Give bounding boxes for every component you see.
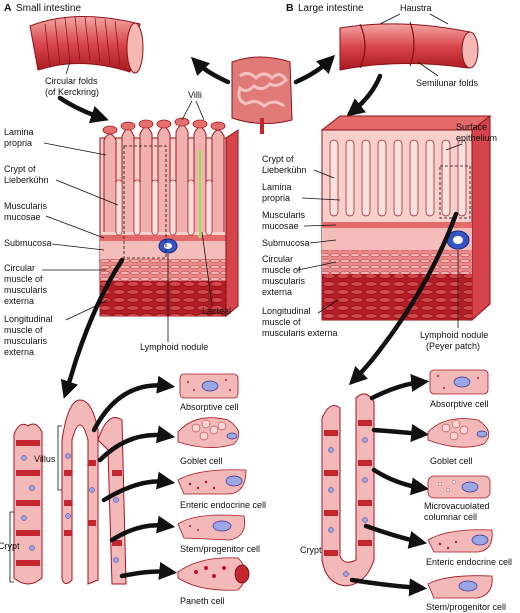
large-intestine-tube [339, 21, 479, 71]
haustra-label: Haustra [400, 3, 432, 13]
circular-b-label-3: muscularis [262, 276, 306, 286]
absorptive-cell-b [429, 369, 489, 395]
longitudinal-a-label-3: muscularis [4, 336, 48, 346]
small-intestine-epithelium [13, 399, 127, 585]
absorptive-cell-b-label: Absorptive cell [430, 399, 489, 409]
crypt-a-label-2: Lieberkühn [4, 175, 49, 185]
stem-progenitor-cell-b [427, 575, 493, 599]
paneth-cell-a-label: Paneth cell [180, 596, 225, 606]
enteric-endocrine-cell-b-label: Enteric endocrine cell [426, 557, 512, 567]
goblet-cell-b-label: Goblet cell [430, 456, 473, 466]
circular-a-label-3: muscularis [4, 285, 48, 295]
large-intestine-epithelium [321, 393, 375, 587]
gi-tract-illustration [231, 56, 293, 134]
panel-b-letter: B [286, 2, 294, 14]
stem-progenitor-cell-b-label: Stem/progenitor cell [426, 602, 506, 612]
absorptive-cell-a [179, 373, 239, 399]
crypt-b-epi-label: Crypt [300, 545, 322, 555]
villi-label: Villi [188, 90, 202, 100]
absorptive-cell-a-label: Absorptive cell [180, 402, 239, 412]
semilunar-folds-label: Semilunar folds [416, 78, 479, 88]
crypt-b-label-2: Lieberkühn [262, 165, 307, 175]
crypt-a-epi-label: Crypt [0, 541, 20, 551]
paneth-cell-a [177, 557, 250, 591]
lymphoid-nodule-b-label-2: (Peyer patch) [426, 341, 480, 351]
large-intestine-wall-block [320, 114, 492, 322]
goblet-cell-a-label: Goblet cell [180, 456, 223, 466]
circular-b-label-1: Circular [262, 254, 293, 264]
small-intestine-wall-block [99, 117, 239, 318]
lymphoid-nodule-a-label: Lymphoid nodule [140, 342, 208, 352]
longitudinal-a-label-2: muscle of [4, 325, 43, 335]
microvacuolated-label-1: Microvacuolated [424, 501, 490, 511]
surface-epithelium-label-1: Surface [456, 122, 487, 132]
muscularis-mucosae-a-label-1: Muscularis [4, 201, 48, 211]
stem-progenitor-cell-a-label: Stem/progenitor cell [180, 544, 260, 554]
muscularis-mucosae-b-label-2: mucosae [262, 221, 299, 231]
circular-b-label-4: externa [262, 287, 292, 297]
circular-a-label-1: Circular [4, 263, 35, 273]
panel-b-title: Large intestine [298, 3, 364, 14]
circular-a-label-4: externa [4, 296, 34, 306]
enteric-endocrine-cell-b [427, 529, 493, 553]
lacteal-label: Lacteal [202, 306, 231, 316]
lamina-propria-b-label-1: Lamina [262, 182, 292, 192]
submucosa-a-label: Submucosa [4, 238, 52, 248]
lamina-propria-a-label-2: propria [4, 138, 32, 148]
crypt-b-label-1: Crypt of [262, 154, 294, 164]
enteric-endocrine-cell-a [177, 469, 247, 495]
crypt-a-label-1: Crypt of [4, 164, 36, 174]
longitudinal-a-label-1: Longitudinal [4, 314, 53, 324]
lamina-propria-a-label-1: Lamina [4, 127, 34, 137]
submucosa-b-label: Submucosa [262, 238, 310, 248]
lymphoid-nodule-b-label-1: Lymphoid nodule [420, 330, 488, 340]
circular-a-label-2: muscle of [4, 274, 43, 284]
microvacuolated-label-2: columnar cell [424, 512, 477, 522]
microvacuolated-cell-b [427, 475, 491, 499]
stem-progenitor-cell-a [177, 514, 246, 541]
panel-a-letter: A [4, 2, 12, 14]
muscularis-mucosae-a-label-2: mucosae [4, 212, 41, 222]
small-intestine-tube [29, 15, 144, 74]
surface-epithelium-label-2: epithelium [456, 133, 497, 143]
longitudinal-b-label-2: muscle of [262, 317, 301, 327]
lamina-propria-b-label-2: propria [262, 193, 290, 203]
circular-b-label-2: muscle of [262, 265, 301, 275]
goblet-cell-b [427, 418, 490, 448]
panel-a-title: Small intestine [16, 3, 81, 14]
longitudinal-a-label-4: externa [4, 347, 34, 357]
enteric-endocrine-cell-a-label: Enteric endocrine cell [180, 500, 266, 510]
goblet-cell-a [177, 417, 240, 448]
muscularis-mucosae-b-label-1: Muscularis [262, 210, 306, 220]
circular-folds-sub-label: (of Kerckring) [45, 87, 99, 97]
longitudinal-b-label-3: muscularis externa [262, 328, 338, 338]
circular-folds-label: Circular folds [45, 76, 98, 86]
villus-label: Villus [34, 454, 56, 464]
longitudinal-b-label-1: Longitudinal [262, 306, 311, 316]
